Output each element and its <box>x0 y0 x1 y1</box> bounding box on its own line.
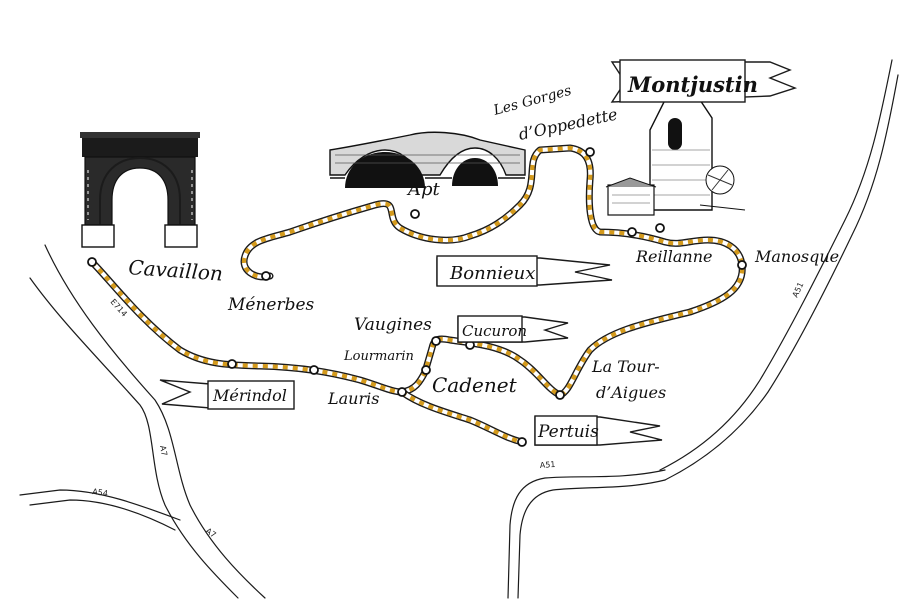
highway-a54-parallel <box>29 499 176 531</box>
label-lourmarin: Lourmarin <box>343 349 414 364</box>
highway-a51-north-parallel <box>664 74 899 481</box>
label-les-gorges: Les Gorges <box>491 83 573 119</box>
label-menerbes: Ménerbes <box>227 295 315 315</box>
highway-a51-south-parallel <box>517 479 666 599</box>
stop-apt[interactable] <box>410 209 420 219</box>
label-montjustin: Montjustin <box>627 72 758 97</box>
route-branch-dashes <box>400 390 523 445</box>
stop-reillanne[interactable] <box>627 227 637 237</box>
stop-merindol[interactable] <box>227 359 237 369</box>
stop-vaugines[interactable] <box>431 336 441 346</box>
label-lauris: Lauris <box>327 389 379 408</box>
stop-menerbes[interactable] <box>261 271 271 281</box>
chapel-tower-icon <box>605 87 746 216</box>
label-cucuron: Cucuron <box>462 322 527 340</box>
stop-la-tour[interactable] <box>555 390 565 400</box>
road-label-a7-upper: A7 <box>158 445 169 457</box>
label-cavaillon: Cavaillon <box>128 255 224 286</box>
highway-a51-south <box>507 469 666 599</box>
road-label-a54: A54 <box>92 487 109 498</box>
road-label-a7-lower: A7 <box>204 526 218 539</box>
stone-bridge-icon <box>329 131 526 188</box>
banner-merindol <box>159 379 295 410</box>
banner-bonnieux <box>436 255 613 287</box>
roman-arch-icon <box>80 132 200 248</box>
banner-cucuron <box>457 315 569 343</box>
route-dashes <box>90 145 745 398</box>
stop-lauris[interactable] <box>309 365 319 375</box>
label-bonnieux: Bonnieux <box>449 263 535 284</box>
label-aigues: d’Aigues <box>596 383 666 402</box>
stop-cavaillon[interactable] <box>87 257 97 267</box>
highway-e714-a7-parallel <box>29 277 239 599</box>
label-vaugines: Vaugines <box>354 315 432 335</box>
label-merindol: Mérindol <box>212 386 287 405</box>
stop-montjustin[interactable] <box>655 223 665 233</box>
highway-a54 <box>19 489 181 521</box>
label-apt: Apt <box>406 179 441 200</box>
banner-pertuis <box>534 415 663 446</box>
stop-pertuis[interactable] <box>517 437 527 447</box>
stop-lourmarin[interactable] <box>421 365 431 375</box>
road-label-a51-bottom: A51 <box>540 460 556 470</box>
road-label-a51-right: A51 <box>791 281 806 299</box>
stop-manosque[interactable] <box>737 260 747 270</box>
route-stops <box>87 147 747 447</box>
highway-network <box>19 59 899 599</box>
banner-montjustin <box>610 59 798 103</box>
label-la-tour: La Tour- <box>591 357 660 376</box>
label-reillanne: Reillanne <box>635 247 712 266</box>
highway-a51-north <box>659 59 893 471</box>
label-manosque: Manosque <box>754 247 839 266</box>
stop-cadenet[interactable] <box>397 387 407 397</box>
label-oppedette: d’Oppedette <box>517 104 619 143</box>
label-cadenet: Cadenet <box>432 373 518 397</box>
highway-e714-a7 <box>44 244 266 599</box>
stop-oppedette[interactable] <box>585 147 595 157</box>
label-pertuis: Pertuis <box>537 422 599 442</box>
